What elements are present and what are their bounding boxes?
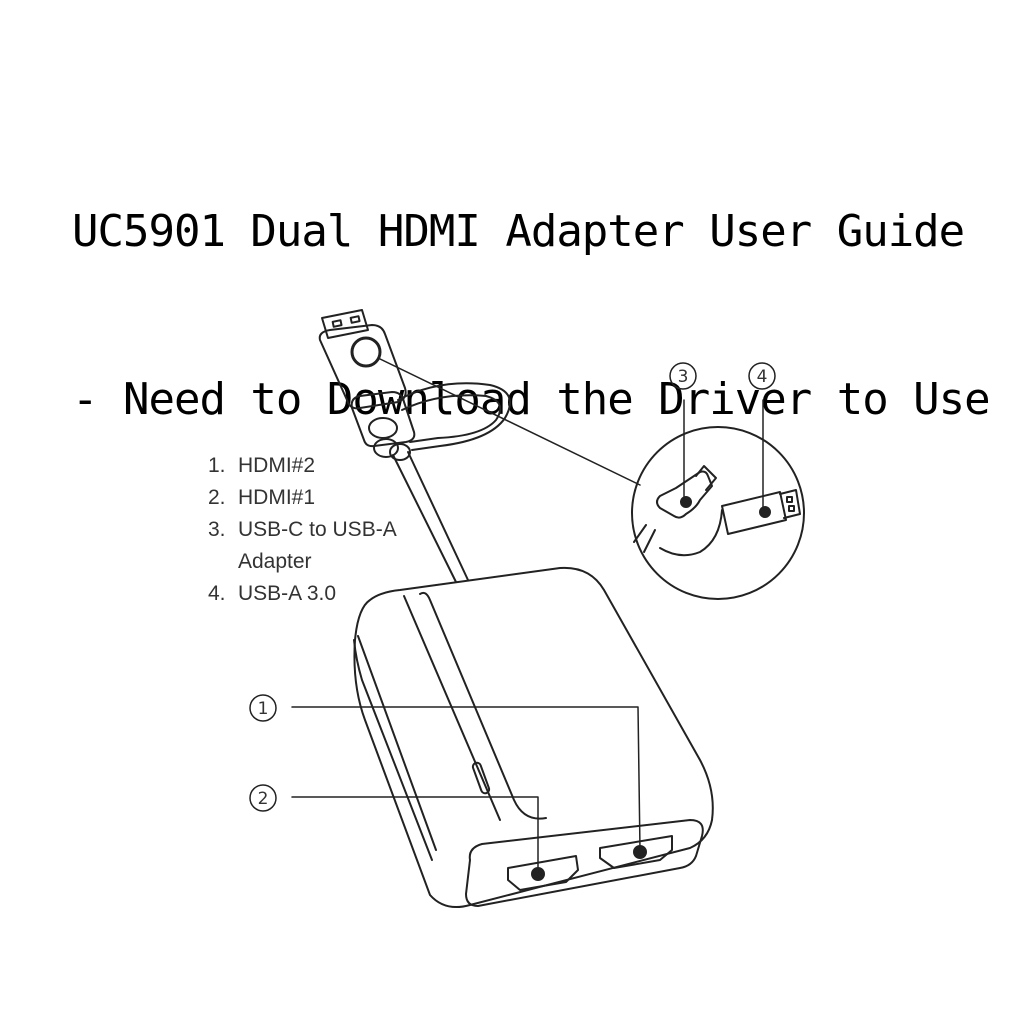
hdmi-port-2-icon: [507, 855, 579, 891]
cable: [392, 451, 469, 583]
svg-text:1: 1: [258, 699, 269, 719]
legend-item-4: 4. USB-A 3.0: [208, 578, 397, 610]
legend-number: 3.: [208, 518, 226, 541]
usb-c-adapter-icon: [350, 382, 511, 461]
callout-3: 3: [669, 362, 697, 499]
callout-4: 4: [748, 362, 776, 509]
legend-number: 1.: [208, 454, 226, 477]
callout-1: 1: [249, 694, 641, 851]
document-title: UC5901 Dual HDMI Adapter User Guide - Ne…: [72, 92, 992, 484]
legend-label: USB-A 3.0: [238, 582, 337, 605]
hdmi-port-1-icon: [599, 835, 673, 869]
legend-label: USB-C to USB-A: [238, 518, 397, 541]
legend-label: HDMI#1: [238, 486, 316, 509]
legend-item-2: 2. HDMI#1: [208, 482, 397, 514]
legend-item-1: 1. HDMI#2: [208, 450, 397, 482]
svg-text:4: 4: [757, 367, 768, 387]
legend-label: HDMI#2: [238, 454, 316, 477]
callout-2: 2: [249, 784, 539, 873]
port-legend: 1. HDMI#2 2. HDMI#1 3. USB-C to USB-A Ad…: [208, 450, 397, 610]
legend-number: 2.: [208, 486, 226, 509]
adapter-body: [353, 566, 714, 908]
connector-detail-circle: [631, 426, 805, 600]
legend-label-continued: Adapter: [238, 550, 312, 573]
svg-text:3: 3: [678, 367, 689, 387]
zoom-leader-line: [377, 357, 641, 486]
legend-item-3: 3. USB-C to USB-A: [208, 514, 397, 546]
usb-a-plug-icon: [318, 309, 407, 410]
svg-text:2: 2: [258, 789, 269, 809]
title-line-1: UC5901 Dual HDMI Adapter User Guide: [72, 206, 965, 257]
callout-dot-4: [759, 506, 771, 518]
callout-dot-3: [680, 496, 692, 508]
legend-number: 4.: [208, 582, 226, 605]
